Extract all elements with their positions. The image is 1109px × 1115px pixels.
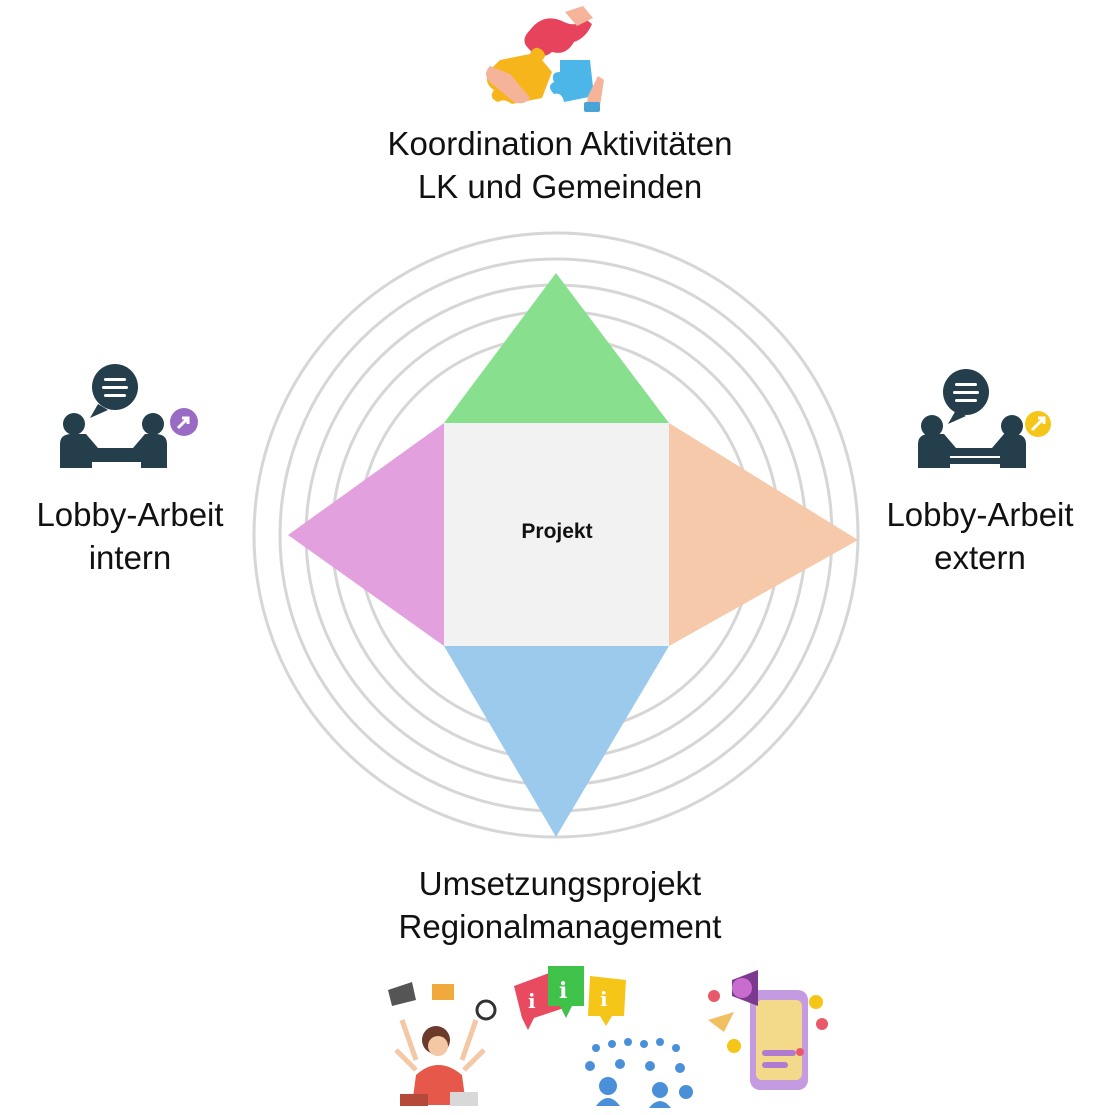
meeting-external-icon [918, 369, 1051, 468]
label-bottom-line-1: Umsetzungsprojekt [418, 865, 702, 902]
social-media-phone-icon [708, 970, 828, 1090]
left-triangle [288, 423, 444, 646]
puzzle-hands-icon [486, 6, 604, 112]
label-right-line-2: extern [934, 539, 1026, 576]
info-bubbles-icon: i i i [514, 966, 693, 1108]
label-top-line-2: LK und Gemeinden [417, 168, 703, 205]
top-triangle [444, 273, 669, 423]
svg-text:i: i [600, 987, 608, 1011]
center-label: Projekt [521, 520, 593, 543]
label-bottom: Umsetzungsprojekt Regionalmanagement [330, 862, 790, 948]
meeting-internal-icon [60, 364, 198, 468]
center-square [444, 423, 669, 646]
label-top: Koordination Aktivitäten LK und Gemeinde… [330, 122, 790, 208]
svg-text:i: i [528, 989, 536, 1013]
multitasking-woman-icon [388, 982, 497, 1106]
label-left-line-1: Lobby-Arbeit [36, 496, 224, 533]
label-right: Lobby-Arbeit extern [860, 493, 1100, 579]
right-triangle [669, 423, 858, 646]
label-bottom-line-2: Regionalmanagement [398, 908, 722, 945]
label-right-line-1: Lobby-Arbeit [886, 496, 1074, 533]
bottom-triangle [444, 646, 669, 837]
label-left-line-2: intern [88, 539, 172, 576]
label-left: Lobby-Arbeit intern [10, 493, 250, 579]
svg-text:i: i [559, 978, 567, 1004]
label-top-line-1: Koordination Aktivitäten [387, 125, 733, 162]
